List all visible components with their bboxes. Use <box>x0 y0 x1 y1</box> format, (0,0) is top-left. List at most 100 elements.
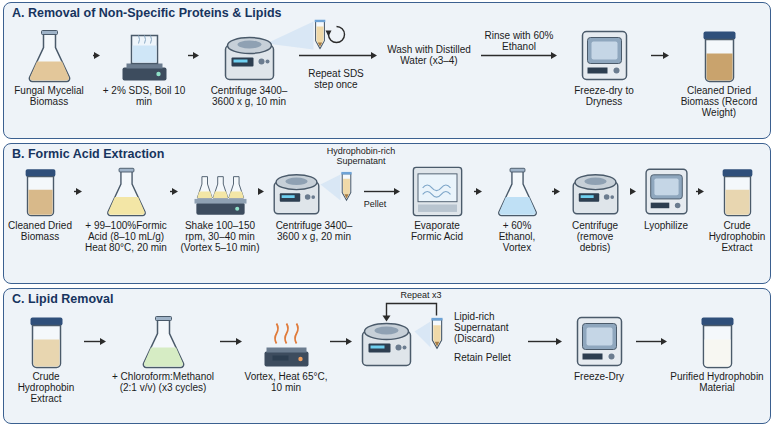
arrow-line <box>330 341 347 342</box>
step-label: Cleaned Dried Biomass <box>8 220 72 242</box>
flow-arrow <box>636 338 667 345</box>
annotation-label: Repeat x3 <box>396 290 446 300</box>
flow-arrow <box>188 52 199 59</box>
arrow-head <box>630 188 636 195</box>
panel-b-art <box>26 167 753 215</box>
arrow-head <box>661 338 667 345</box>
arrow-head <box>346 338 352 345</box>
flow-arrow <box>552 188 560 195</box>
arrow-head <box>371 52 377 59</box>
step-node: + 2% SDS, Boil 10 min <box>102 25 186 107</box>
arrow-head <box>394 188 400 195</box>
arrow-head <box>258 188 264 195</box>
step-label: Evaporate Formic Acid <box>402 220 472 242</box>
step-label: + 60% Ethanol, Vortex <box>484 220 550 254</box>
step-label: Freeze-dry to Dryness <box>559 85 649 107</box>
step-label: Purified Hydrophobin Material <box>669 371 765 393</box>
flow-arrow <box>330 338 352 345</box>
step-label: Freeze-Dry <box>564 371 634 382</box>
flow-arrow <box>299 52 377 59</box>
flow-arrow <box>474 188 482 195</box>
flow-arrow <box>170 188 178 195</box>
step-node: Freeze-Dry <box>564 311 634 382</box>
step-node: Purified Hydrophobin Material <box>669 311 765 393</box>
step-node: Wash with Distilled Water (x3–4) <box>379 44 479 66</box>
step-node: Centrifuge 3400–3600 x g, 20 min <box>266 164 362 242</box>
step-label: Centrifuge 3400–3600 x g, 10 min <box>201 85 297 107</box>
flow-arrow <box>84 338 106 345</box>
arrow-head <box>100 338 106 345</box>
step-node: Crude Hydrophobin Extract <box>706 164 768 254</box>
step-node: Cleaned Dried Biomass <box>8 164 72 242</box>
arrow-line <box>364 191 395 192</box>
step-node: + Chloroform:Methanol (2:1 v/v) (x3 cycl… <box>108 311 218 393</box>
step-label: Lipid-rich Supernatant (Discard) <box>454 311 526 345</box>
panel-a-art <box>29 20 735 82</box>
step-label: Centrifuge (remove debris) <box>562 220 628 254</box>
stage-panel: B. Formic Acid ExtractionCleaned Dried B… <box>3 143 771 284</box>
step-label: + 2% SDS, Boil 10 min <box>102 85 186 107</box>
step-label: Lyophilize <box>638 220 694 231</box>
arrow-head <box>663 52 669 59</box>
flow-arrow <box>74 188 82 195</box>
annotation-label: Hydrophobin-rich Supernatant <box>322 146 400 166</box>
flow-arrow <box>364 188 400 195</box>
arrow-head <box>554 188 560 195</box>
arrow-head <box>698 188 704 195</box>
step-node: Fungal Mycelial Biomass <box>7 25 91 107</box>
arrow-head <box>476 188 482 195</box>
step-label: Wash with Distilled Water (x3–4) <box>379 44 479 66</box>
flow-arrow <box>481 52 557 59</box>
arrow-line <box>481 55 552 56</box>
panel-title: B. Formic Acid Extraction <box>12 147 164 161</box>
step-label: + Chloroform:Methanol (2:1 v/v) (x3 cycl… <box>108 371 218 393</box>
step-node: Freeze-dry to Dryness <box>559 25 649 107</box>
step-node: Evaporate Formic Acid <box>402 164 472 242</box>
arrow-line <box>84 341 101 342</box>
step-node: Lipid-rich Supernatant (Discard) Retain P… <box>354 311 526 363</box>
arrow-head <box>76 188 82 195</box>
step-label: Centrifuge 3400–3600 x g, 20 min <box>266 220 362 242</box>
step-label: Crude Hydrophobin Extract <box>10 371 82 405</box>
arrow-line <box>299 55 372 56</box>
arrow-head <box>172 188 178 195</box>
step-node: + 60% Ethanol, Vortex <box>484 164 550 254</box>
arrow-head <box>551 52 557 59</box>
step-node: Lyophilize <box>638 164 694 231</box>
step-label: Shake 100–150 rpm, 30–40 min (Vortex 5–1… <box>180 220 260 254</box>
panel-title: A. Removal of Non-Specific Proteins & Li… <box>12 6 281 20</box>
arrow-line <box>651 55 664 56</box>
arrow-line <box>636 341 662 342</box>
annotation-label: Pellet <box>358 199 392 209</box>
step-label: + 99–100%Formic Acid (8–10 mL/g) Heat 80… <box>84 220 168 254</box>
step-label: Fungal Mycelial Biomass <box>7 85 91 107</box>
flow-arrow <box>651 52 669 59</box>
arrow-head <box>556 338 562 345</box>
step-node: Cleaned Dried Biomass (Record Weight) <box>671 25 767 119</box>
step-node: Crude Hydrophobin Extract <box>10 311 82 405</box>
flow-arrow <box>696 188 704 195</box>
arrow-head <box>193 52 199 59</box>
arrow-head <box>236 338 242 345</box>
panel-c-art <box>31 304 734 368</box>
step-node: Centrifuge (remove debris) <box>562 164 628 254</box>
flow-arrow <box>630 188 636 195</box>
flow-arrow <box>220 338 242 345</box>
step-node: Centrifuge 3400–3600 x g, 10 min <box>201 25 297 107</box>
step-node: Shake 100–150 rpm, 30–40 min (Vortex 5–1… <box>180 164 260 254</box>
step-node: + 99–100%Formic Acid (8–10 mL/g) Heat 80… <box>84 164 168 254</box>
flow-arrow <box>528 338 562 345</box>
flow-arrow <box>93 52 100 59</box>
arrow-line <box>220 341 237 342</box>
annotation-label: Repeat SDS step once <box>299 68 373 90</box>
flow-arrow <box>258 188 264 195</box>
step-label: Cleaned Dried Biomass (Record Weight) <box>671 85 767 119</box>
step-label: Retain Pellet <box>454 352 526 363</box>
step-node: Vortex, Heat 65°C, 10 min <box>244 311 328 393</box>
arrow-line <box>528 341 557 342</box>
arrow-head <box>94 52 100 59</box>
edge-label: Rinse with 60% Ethanol <box>481 30 557 52</box>
